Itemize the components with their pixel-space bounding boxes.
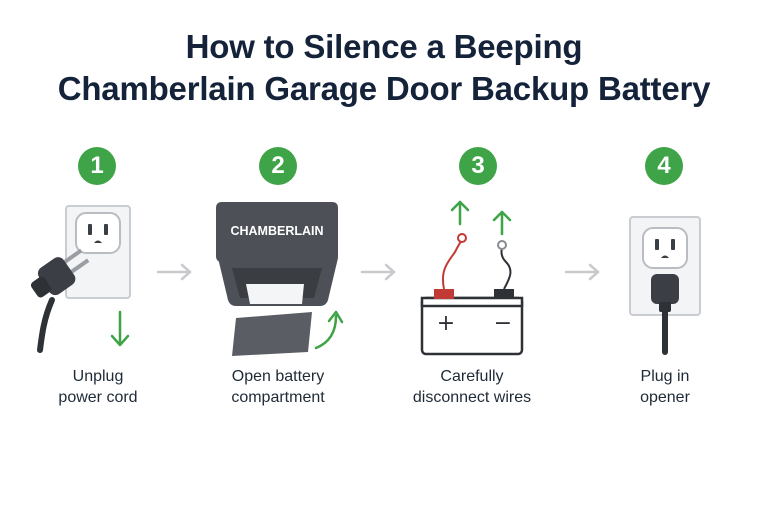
negative-terminal-label: − bbox=[494, 311, 512, 336]
flow-arrow-1 bbox=[156, 263, 192, 281]
step-4-badge: 4 bbox=[645, 147, 683, 185]
step-2-badge: 2 bbox=[259, 147, 297, 185]
step-1-label-line-1: Unplug bbox=[72, 368, 124, 385]
step-4-label-line-2: opener bbox=[640, 389, 690, 406]
step-3-label-line-1: Carefully bbox=[440, 368, 504, 385]
battery-compartment-icon bbox=[216, 202, 344, 356]
step-2-label: Open battery compartment bbox=[188, 366, 368, 408]
page-title: How to Silence a Beeping Chamberlain Gar… bbox=[0, 26, 768, 110]
step-4-label: Plug in opener bbox=[575, 366, 755, 408]
step-2-label-line-2: compartment bbox=[231, 389, 325, 406]
step-4-label-line-1: Plug in bbox=[640, 368, 690, 385]
battery-wires-icon bbox=[420, 200, 524, 356]
plug-in-icon bbox=[629, 216, 701, 355]
step-2-label-line-1: Open battery bbox=[231, 368, 325, 385]
title-line-2: Chamberlain Garage Door Backup Battery bbox=[57, 70, 711, 107]
step-3-badge: 3 bbox=[459, 147, 497, 185]
step-1-label-line-2: power cord bbox=[58, 389, 138, 406]
title-line-1: How to Silence a Beeping bbox=[185, 28, 583, 65]
step-1-badge: 1 bbox=[78, 147, 116, 185]
unplug-icon bbox=[30, 205, 131, 353]
device-brand-label: CHAMBERLAIN bbox=[230, 224, 323, 238]
step-1-label: Unplug power cord bbox=[8, 366, 188, 408]
flow-arrow-2 bbox=[360, 263, 396, 281]
step-3-label-line-2: disconnect wires bbox=[412, 389, 532, 406]
positive-terminal-label: + bbox=[437, 311, 455, 336]
step-3-label: Carefully disconnect wires bbox=[382, 366, 562, 408]
flow-arrow-3 bbox=[564, 263, 600, 281]
